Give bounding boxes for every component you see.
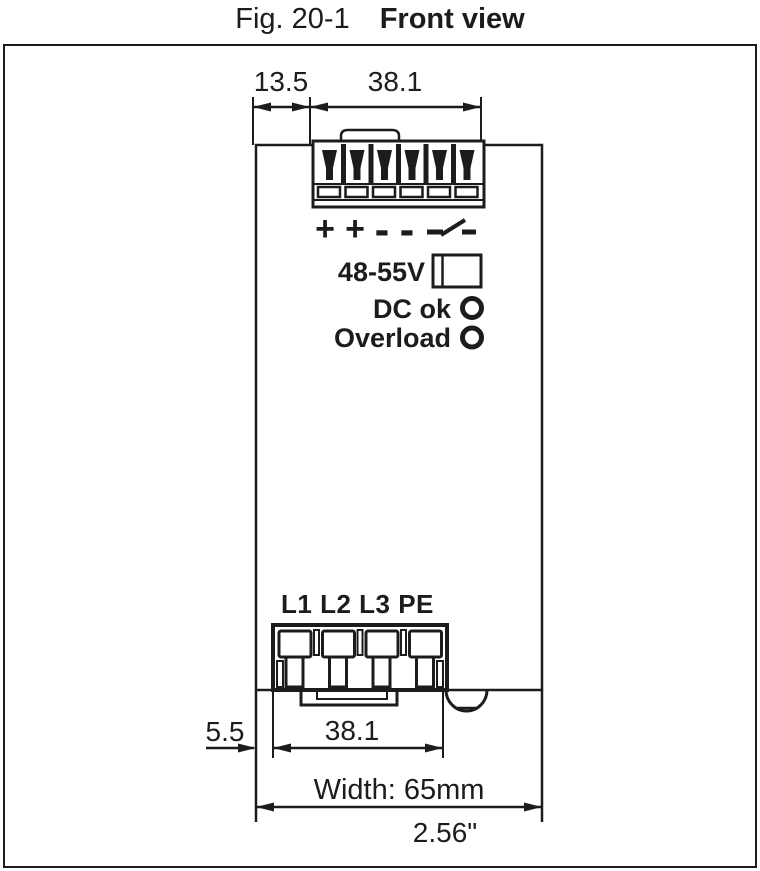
arrowhead xyxy=(524,802,542,812)
top-dimensions: 13.5 38.1 xyxy=(252,66,482,145)
output-symbols: + + - - xyxy=(315,205,476,254)
overload-led-icon xyxy=(460,325,484,350)
dim-top-offset-label: 13.5 xyxy=(254,66,309,97)
arrowhead xyxy=(463,102,481,112)
minus-symbol: - xyxy=(400,205,415,254)
voltage-range-label: 48-55V xyxy=(338,257,425,287)
overload-label: Overload xyxy=(334,323,451,353)
input-screw-channels xyxy=(276,655,444,689)
figure-frame xyxy=(3,44,757,868)
input-entry-slots xyxy=(277,629,443,659)
dc-ok-label: DC ok xyxy=(373,294,452,324)
figure-name: Front view xyxy=(379,3,525,35)
clamp-dividers xyxy=(341,144,456,184)
dim-bottom-offset-label: 5.5 xyxy=(206,716,245,747)
dc-output-terminal-block xyxy=(311,128,486,209)
voltage-adjust-potentiometer xyxy=(431,253,483,289)
figure-number: Fig. 20-1 xyxy=(235,3,350,35)
arrowhead xyxy=(425,743,443,753)
arrowhead xyxy=(273,743,291,753)
dc-ok-led-icon xyxy=(460,296,484,320)
dim-top-width-label: 38.1 xyxy=(368,66,423,97)
front-panel-controls: 48-55V DC ok Overload xyxy=(334,253,484,353)
arrowhead xyxy=(310,102,328,112)
figure-title: Fig. 20-1 Front view xyxy=(0,2,760,36)
plus-symbol: + xyxy=(345,210,365,248)
bottom-dimensions: 5.5 38.1 Width: 65mm 2.56" xyxy=(206,692,542,848)
clamp-contacts xyxy=(322,150,475,180)
plus-symbol: + xyxy=(315,210,335,248)
connector-bottom-tab xyxy=(299,690,399,707)
arrowhead xyxy=(238,743,256,753)
wire-entry-holes xyxy=(316,185,479,199)
arrowhead xyxy=(292,102,310,112)
arrowhead xyxy=(253,102,271,112)
din-rail-latch-notch xyxy=(444,689,489,713)
relay-contact-icon xyxy=(427,218,476,237)
overall-width-metric-label: Width: 65mm xyxy=(314,774,485,806)
input-pole-slits xyxy=(313,629,407,656)
dim-bottom-width-label: 38.1 xyxy=(325,715,380,746)
ac-input-terminal-block: L1 L2 L3 PE xyxy=(271,589,449,707)
input-terminals-label: L1 L2 L3 PE xyxy=(281,589,434,619)
minus-symbol: - xyxy=(375,205,390,254)
arrowhead xyxy=(256,802,274,812)
overall-width-inch-label: 2.56" xyxy=(413,817,477,848)
